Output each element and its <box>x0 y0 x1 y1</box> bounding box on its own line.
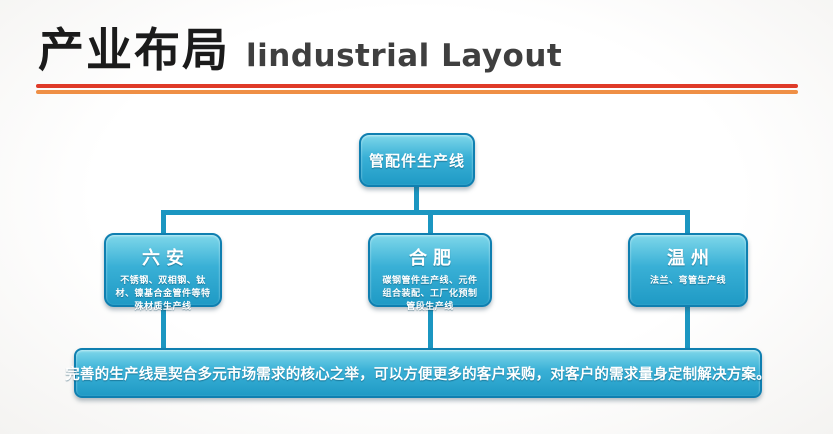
connector-to-wenzhou <box>685 210 690 235</box>
branch-city-label: 温州 <box>667 248 715 269</box>
summary-bar: 完善的生产线是契合多元市场需求的核心之举，可以方便更多的客户采购，对客户的需求量… <box>65 348 771 398</box>
connector-hefei-summary <box>428 305 433 350</box>
summary-text: 完善的生产线是契合多元市场需求的核心之举，可以方便更多的客户采购，对客户的需求量… <box>65 366 771 383</box>
branch-city-label: 合肥 <box>409 248 457 269</box>
node-branch-wenzhou: 温州 法兰、弯管生产线 <box>628 233 748 307</box>
connector-to-luan <box>161 210 166 235</box>
node-root-label: 管配件生产线 <box>368 151 465 170</box>
page-subtitle: lindustrial Layout <box>246 38 563 74</box>
connector-to-hefei <box>428 210 433 235</box>
connector-root-down <box>414 186 419 212</box>
branch-description: 法兰、弯管生产线 <box>649 276 726 286</box>
node-branch-hefei: 合肥 碳钢管件生产线、元件组合装配、工厂化预制管段生产线 <box>368 233 492 312</box>
branch-city-label: 六安 <box>142 248 190 269</box>
divider-red-line <box>36 84 798 88</box>
node-root-pipe-fittings: 管配件生产线 <box>359 133 475 187</box>
page-title: 产业布局 <box>38 23 230 77</box>
node-branch-luan: 六安 不锈钢、双相钢、钛材、镍基合金管件等特殊材质生产线 <box>104 233 222 312</box>
connector-luan-summary <box>161 305 166 350</box>
branch-description: 碳钢管件生产线、元件组合装配、工厂化预制管段生产线 <box>382 276 478 313</box>
title-divider <box>36 84 798 94</box>
page-header: 产业布局 lindustrial Layout <box>38 14 562 80</box>
branch-description: 不锈钢、双相钢、钛材、镍基合金管件等特殊材质生产线 <box>115 276 211 313</box>
divider-orange-line <box>36 90 798 94</box>
connector-wenzhou-summary <box>685 305 690 350</box>
connector-horizontal <box>161 210 690 215</box>
